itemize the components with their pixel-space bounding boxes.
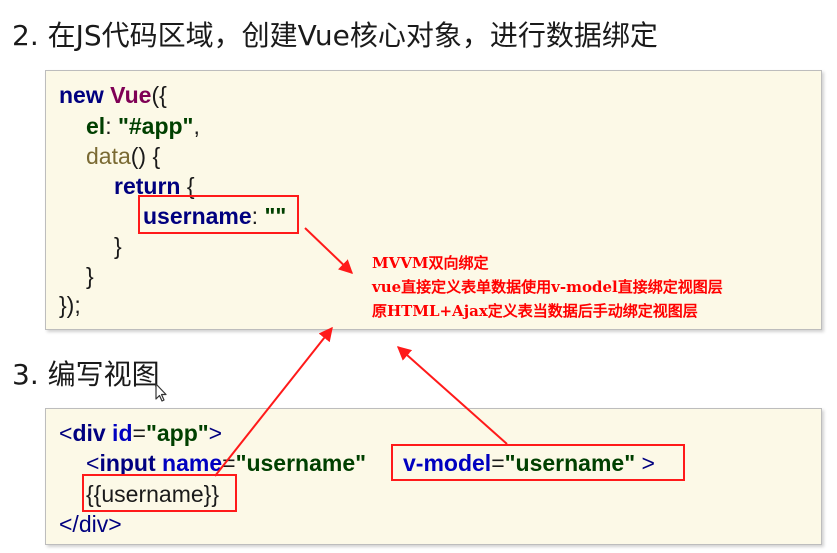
string-empty: ""	[264, 203, 287, 229]
html-code-block: <div id="app"> <input name="username" v-…	[45, 408, 822, 545]
html-line-3: {{username}}	[86, 479, 219, 509]
func-data: data	[86, 143, 131, 169]
type-vue: Vue	[110, 82, 152, 108]
annotation-line-1: MVVM双向绑定	[372, 254, 489, 272]
mouse-cursor-icon	[155, 383, 167, 402]
code-line-6: }	[114, 231, 122, 261]
heading-step-3: 3. 编写视图	[12, 358, 160, 391]
annotation-line-3: 原HTML+Ajax定义表当数据后手动绑定视图层	[372, 302, 698, 320]
punct: :	[251, 203, 265, 229]
tag-div: div	[72, 420, 106, 446]
string-app: "#app"	[117, 113, 194, 139]
prop-username: username	[143, 203, 252, 229]
string-username: "username"	[504, 450, 636, 476]
punct: =	[491, 450, 505, 476]
annotation-line-2: vue直接定义表单数据使用v-model直接绑定视图层	[372, 278, 723, 296]
angle-close: >	[635, 450, 655, 476]
angle-open: <	[86, 450, 100, 476]
mustache-username: {{username}}	[86, 481, 220, 507]
highlight-username-data	[138, 195, 299, 234]
punct: ({	[151, 82, 167, 108]
arrow-username-to-note	[304, 227, 354, 274]
code-line-5: username: ""	[143, 201, 286, 231]
string-app: "app"	[145, 420, 209, 446]
prop-el: el	[86, 113, 106, 139]
punct: =	[132, 420, 146, 446]
closing-div-tag: </div>	[59, 511, 122, 537]
highlight-v-model	[391, 444, 685, 481]
html-line-2: <input name="username"	[86, 448, 366, 478]
keyword-new: new	[59, 82, 104, 108]
attr-v-model: v-model	[403, 450, 492, 476]
code-line-2: el: "#app",	[86, 111, 200, 141]
attr-id: id	[105, 420, 133, 446]
code-line-7: }	[86, 261, 94, 291]
keyword-return: return	[114, 173, 181, 199]
punct: {	[180, 173, 195, 199]
heading-step-2: 2. 在JS代码区域，创建Vue核心对象，进行数据绑定	[12, 19, 658, 52]
punct: () {	[130, 143, 161, 169]
code-line-3: data() {	[86, 141, 160, 171]
code-line-1: new Vue({	[59, 80, 167, 110]
html-line-1: <div id="app">	[59, 418, 222, 448]
punct: :	[105, 113, 118, 139]
punct: =	[222, 450, 236, 476]
punct: ,	[193, 113, 200, 139]
code-line-4: return {	[114, 171, 195, 201]
code-line-8: });	[59, 290, 81, 320]
arrow-mustache-to-note	[214, 326, 333, 477]
angle-close: >	[208, 420, 223, 446]
html-line-2-vmodel: v-model="username" >	[403, 448, 655, 478]
tag-input: input	[99, 450, 156, 476]
js-code-block: new Vue({ el: "#app", data() { return { …	[45, 70, 822, 330]
punct: }	[86, 263, 94, 289]
arrow-vmodel-to-note	[396, 346, 508, 445]
punct: }	[114, 233, 122, 259]
string-username: "username"	[235, 450, 367, 476]
html-line-4: </div>	[59, 509, 122, 539]
attr-name: name	[155, 450, 223, 476]
angle-open: <	[59, 420, 73, 446]
highlight-mustache	[82, 474, 237, 512]
punct: });	[59, 292, 81, 318]
